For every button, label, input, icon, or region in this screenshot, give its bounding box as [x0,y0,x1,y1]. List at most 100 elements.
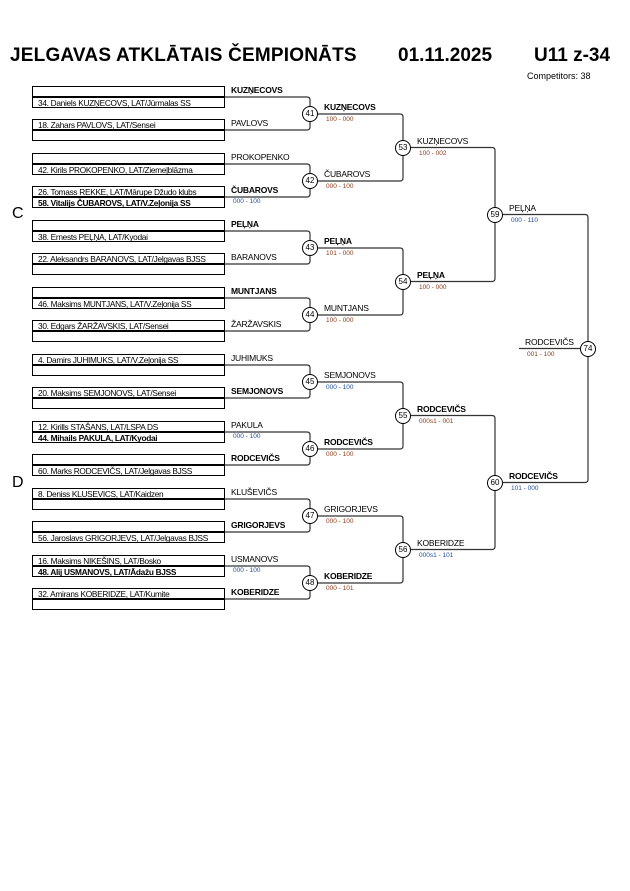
competitor-row: 58. Vitalijs ČUBAROVS, LAT/V.Zeļonija SS [32,197,225,208]
winner-name: KUZŅECOVS [417,135,469,146]
winner-name: RODCEVIČS [324,437,373,447]
winner-name: KUZŅECOVS [324,102,376,112]
match-number-43: 43 [302,240,318,256]
match-score: 000 - 100 [326,384,354,391]
competitor-row: 34. Daniels KUZŅECOVS, LAT/Jūrmalas SS [32,97,225,108]
match-number-56: 56 [395,541,411,558]
match-score: 100 - 000 [419,283,447,291]
pool-name-top: PEĻŅA [231,219,259,229]
final-score: 001 - 100 [527,350,555,358]
match-score: 000 - 110 [511,216,538,224]
pool-label-c: C [12,205,24,222]
tournament-title: JELGAVAS ATKLĀTAIS ČEMPIONĀTS [10,45,357,66]
competitor-row [32,287,225,298]
pool-name-top: MUNTJANS [231,286,277,296]
competitor-row: 46. Maksims MUNTJANS, LAT/V.Zeļonija SS [32,298,225,309]
match-score: 100 - 000 [326,317,354,324]
repechage-score: 000 - 100 [233,198,261,205]
pool-name-bottom: ČUBAROVS [231,185,279,195]
competitor-row: 44. Mihails PAKULA, LAT/Kyodai [32,432,225,443]
competitor-row [32,454,225,465]
competitor-row: 38. Ernests PEĻŅA, LAT/Kyodai [32,231,225,242]
match-number-41: 41 [302,106,318,122]
match-number-60: 60 [487,474,503,491]
match-number-48: 48 [302,575,318,591]
winner-name: PEĻŅA [417,269,445,280]
competitor-row [32,86,225,97]
competitor-row: 30. Edgars ŽARŽAVSKIS, LAT/Sensei [32,320,225,331]
match-number-59: 59 [487,206,503,223]
pool-name-top: PROKOPENKO [231,152,290,162]
competitor-row: 42. Kirils PROKOPENKO, LAT/Ziemeļblāzma [32,164,225,175]
winner-name: KOBERIDZE [324,571,373,581]
pool-name-top: KLUŠEVIČS [231,487,277,497]
pool-name-bottom: BARANOVS [231,252,277,262]
winner-name: PEĻŅA [324,236,352,246]
match-score: 101 - 000 [326,250,354,257]
winner-name: KOBERIDZE [417,537,465,548]
match-number-54: 54 [395,273,411,290]
competitor-row [32,220,225,231]
pool-label-d: D [12,474,24,491]
winner-name: RODCEVIČS [417,403,466,414]
winner-name: GRIGORJEVS [324,504,378,514]
weight-category: U11 z-34 [534,45,611,66]
competitor-row: 8. Deniss KLUSEVICS, LAT/Kaidzen [32,488,225,499]
competitor-row [32,365,225,376]
match-score: 000s1 - 001 [419,417,454,425]
pool-name-top: KUZŅECOVS [231,85,283,95]
match-score: 000 - 101 [326,585,354,592]
pool-name-bottom: GRIGORJEVS [231,520,286,530]
pool-name-bottom: PAVLOVS [231,118,269,128]
match-number-42: 42 [302,173,318,189]
match-number-44: 44 [302,307,318,323]
competitor-row: 18. Zahars PAVLOVS, LAT/Sensei [32,119,225,130]
competitor-row: 12. Kirills STAŠANS, LAT/LSPA DS [32,421,225,432]
repechage-score: 000 - 100 [233,567,261,574]
match-number-46: 46 [302,441,318,457]
match-score: 100 - 000 [326,116,354,123]
match-score: 101 - 000 [511,484,539,492]
match-number-45: 45 [302,374,318,390]
winner-name: MUNTJANS [324,303,369,313]
competitor-row: 32. Amirans KOBERIDZE, LAT/Kumite [32,588,225,599]
competitor-row [32,521,225,532]
final-winner-name: RODCEVIČS [525,336,574,347]
match-score: 000 - 100 [326,451,354,458]
pool-name-top: USMANOVS [231,554,279,564]
competitor-row [32,264,225,275]
match-number-74: 74 [580,340,596,357]
competitor-row: 4. Damirs JUHIMUKS, LAT/V.Zeļonija SS [32,354,225,365]
match-score: 000 - 100 [326,183,354,190]
competitor-row: 16. Maksims NIKEŠINS, LAT/Bosko [32,555,225,566]
competitor-row [32,599,225,610]
competitor-row [32,398,225,409]
pool-name-bottom: RODCEVIČS [231,453,280,463]
winner-name: SEMJONOVS [324,370,376,380]
pool-name-bottom: ŽARŽAVSKIS [231,319,282,329]
pool-name-bottom: KOBERIDZE [231,587,280,597]
winner-name: RODCEVIČS [509,470,558,481]
tournament-date: 01.11.2025 [398,45,493,66]
match-number-47: 47 [302,508,318,524]
competitor-row [32,153,225,164]
competitor-row: 20. Maksims SEMJONOVS, LAT/Sensei [32,387,225,398]
competitor-row [32,499,225,510]
competitor-row: 22. Aleksandrs BARANOVS, LAT/Jelgavas BJ… [32,253,225,264]
bracket-line [411,414,496,551]
competitor-row: 56. Jaroslavs GRIGORJEVS, LAT/Jelgavas B… [32,532,225,543]
pool-name-top: PAKULA [231,420,263,430]
pool-name-bottom: SEMJONOVS [231,386,284,396]
competitor-row: 26. Tomass REKKE, LAT/Mārupe Džudo klubs [32,186,225,197]
match-number-55: 55 [395,407,411,424]
competitor-row [32,331,225,342]
bracket-line [411,146,496,283]
match-number-53: 53 [395,139,411,156]
match-score: 100 - 002 [419,149,447,157]
winner-name: ČUBAROVS [324,169,371,179]
competitor-row: 48. Alij USMANOVS, LAT/Ādažu BJSS [32,566,225,577]
repechage-score: 000 - 100 [233,433,261,440]
competitor-row [32,130,225,141]
match-score: 000s1 - 101 [419,551,454,559]
competitor-count: Competitors: 38 [527,71,591,81]
